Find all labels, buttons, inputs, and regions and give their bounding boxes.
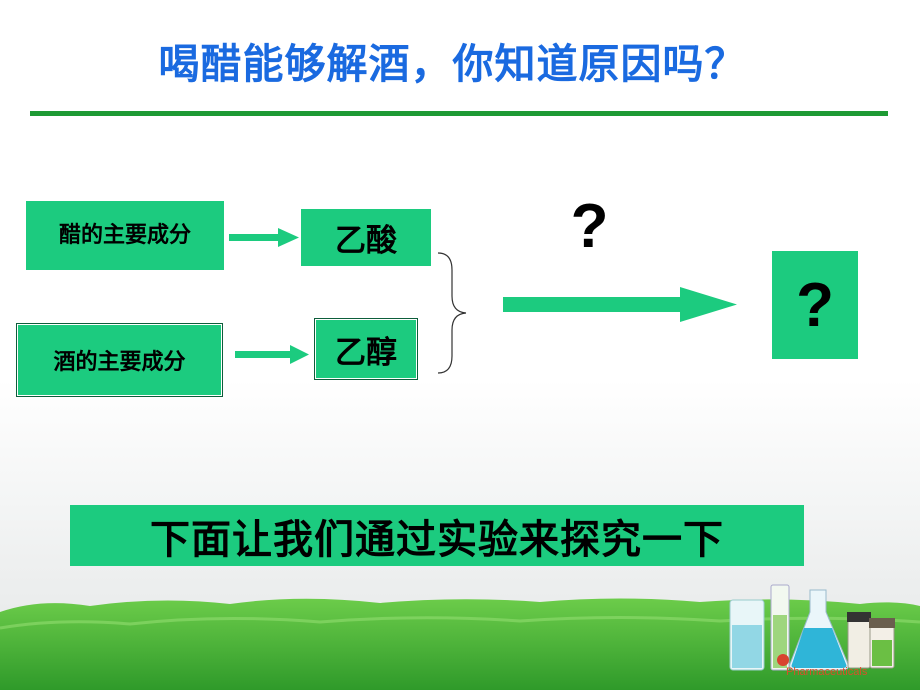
call-to-action-banner: 下面让我们通过实验来探究一下 [70, 505, 804, 566]
page-title: 喝醋能够解酒，你知道原因吗？ [158, 40, 747, 88]
liquor-component-box: 酒的主要成分 [18, 325, 221, 395]
pharma-label: Pharmaceuticals [786, 666, 868, 678]
grass-decoration [0, 598, 920, 690]
title-divider [30, 111, 888, 116]
acetic-acid-box: 乙酸 [301, 209, 431, 266]
vinegar-component-box: 醋的主要成分 [26, 201, 224, 270]
arrow-liquor-to-ethanol [235, 345, 309, 364]
unknown-condition-box: ? [546, 179, 633, 287]
reaction-arrow [503, 287, 737, 322]
curly-brace [437, 252, 467, 374]
lab-glassware-icon [729, 584, 895, 671]
arrow-vinegar-to-acid [229, 228, 299, 247]
ethanol-box: 乙醇 [316, 320, 416, 378]
unknown-product-box: ? [772, 251, 858, 359]
